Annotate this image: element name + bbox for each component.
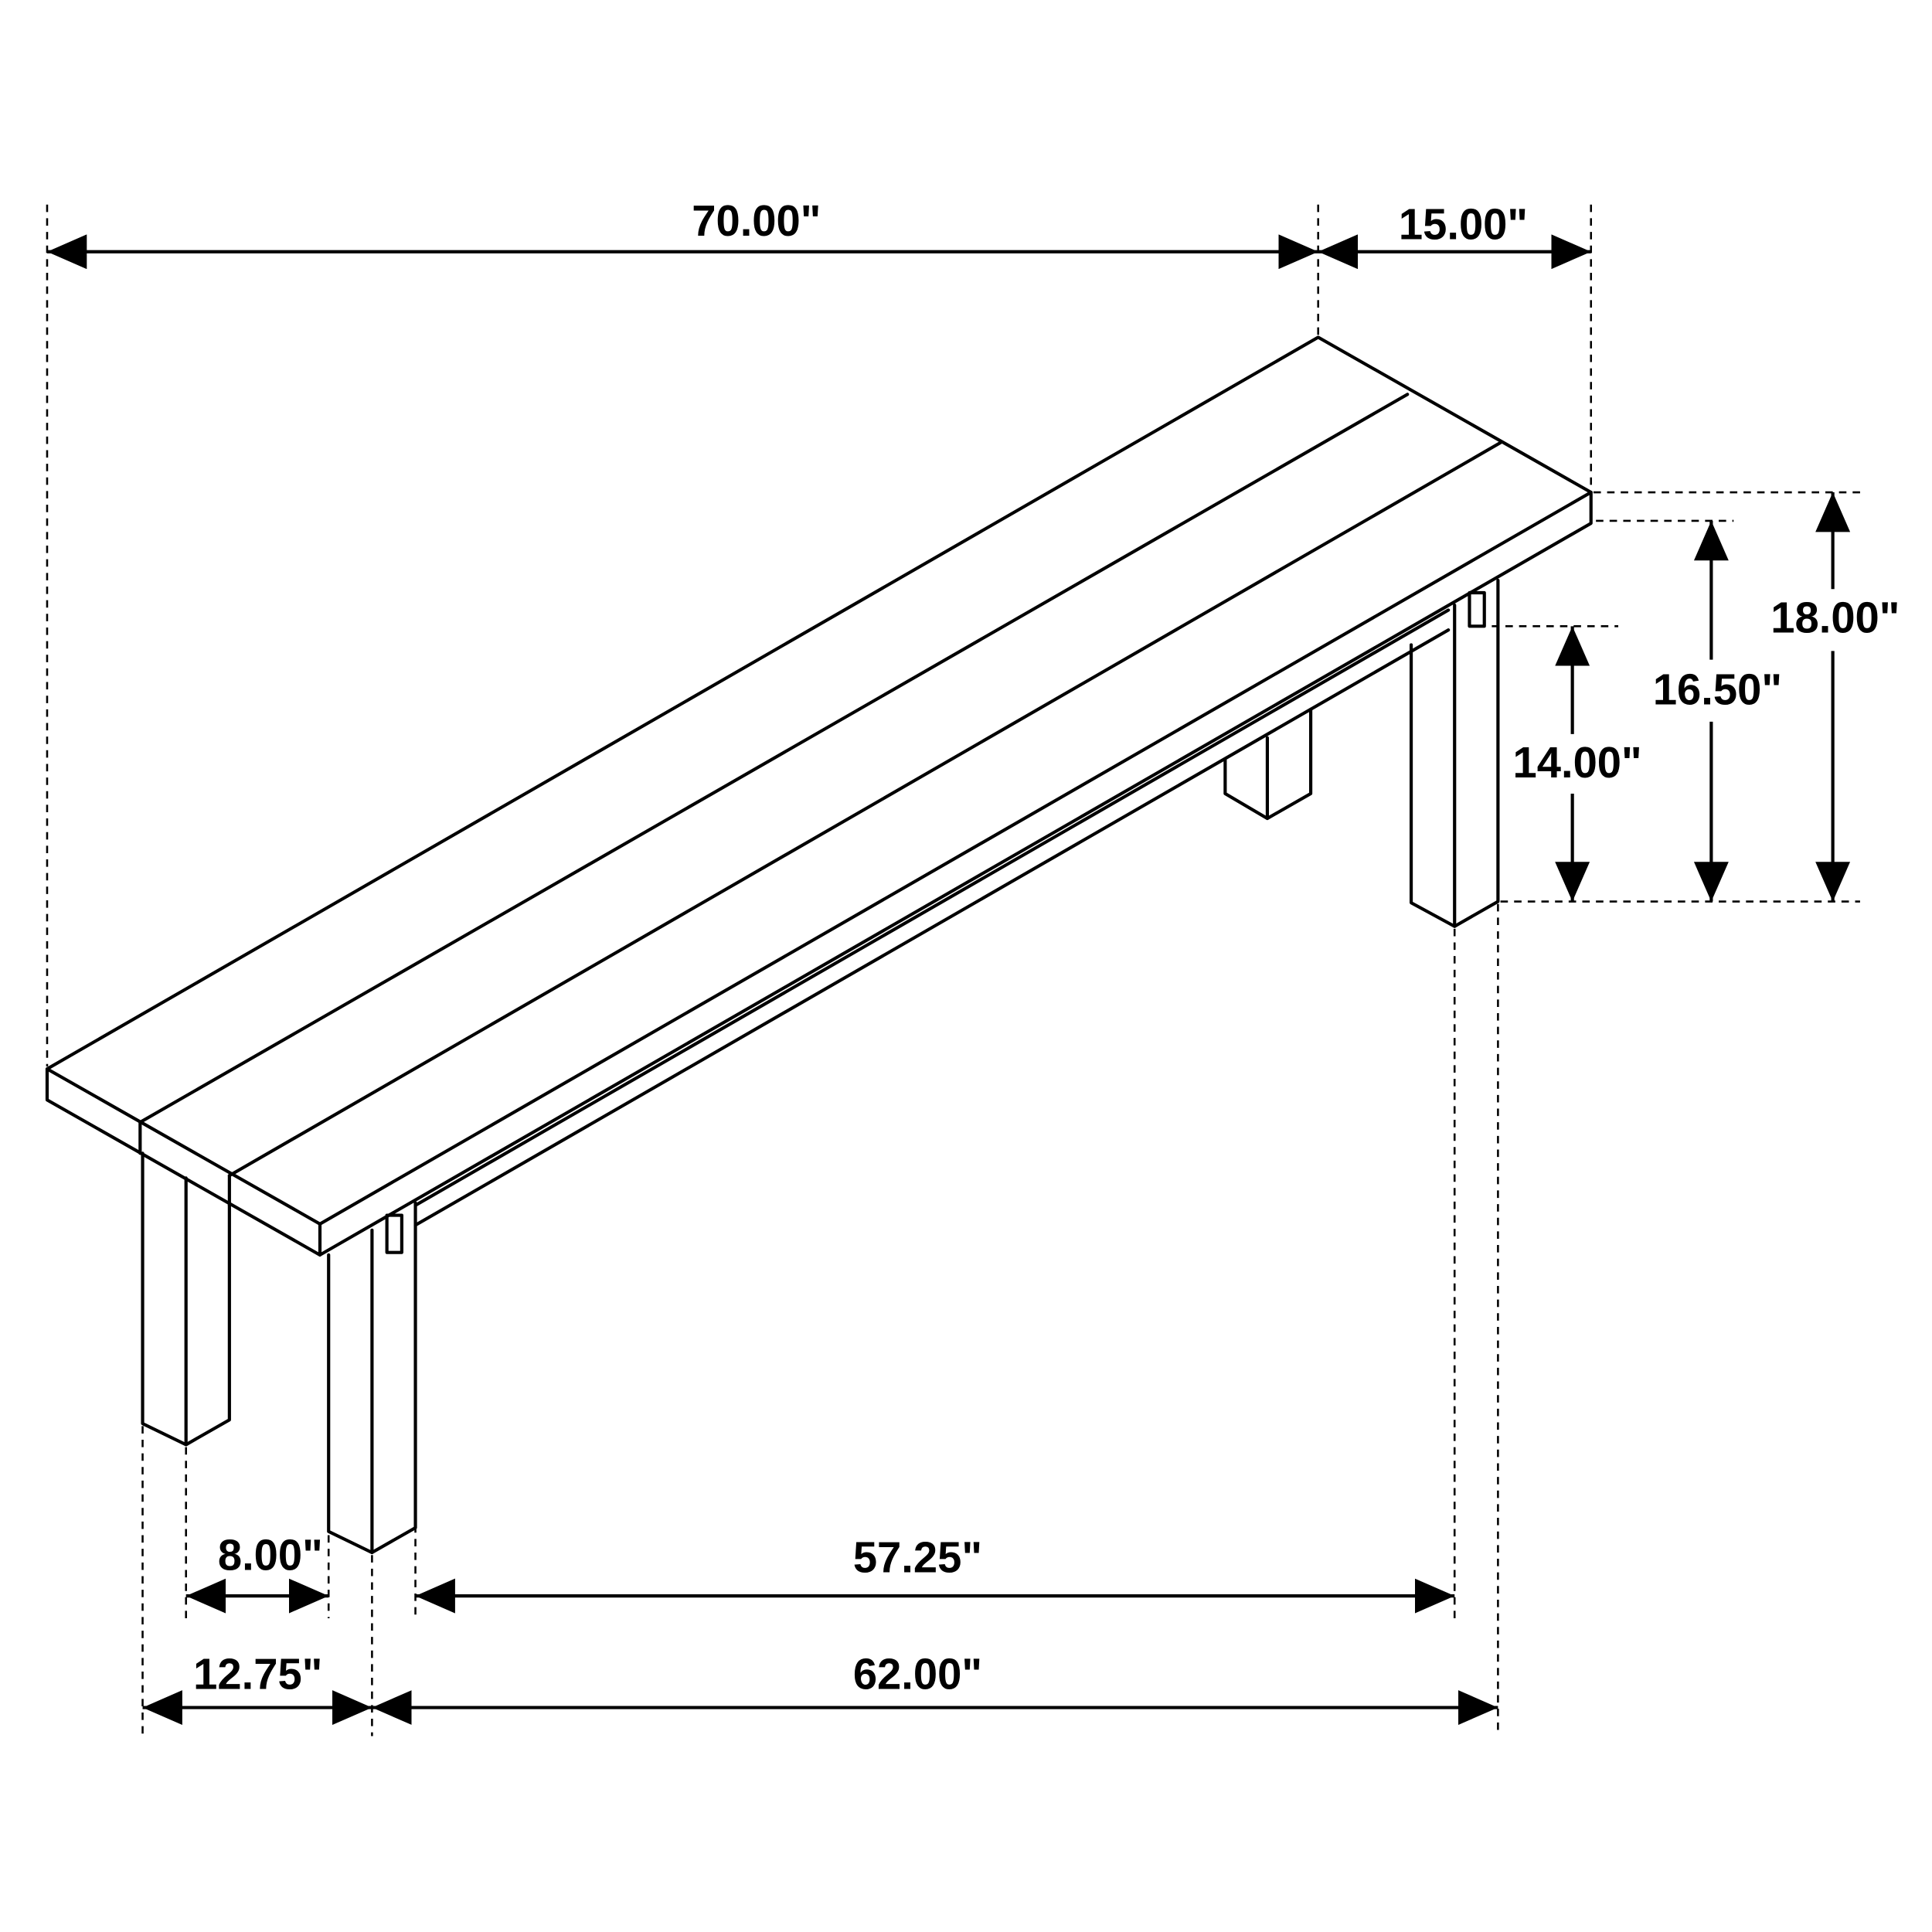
- dim-seat-underside-height: 16.50": [1653, 520, 1782, 902]
- bench-top: [45, 335, 1593, 1257]
- extension-lines: [46, 204, 1860, 1736]
- label-depth: 15.00": [1399, 200, 1528, 249]
- label-overall-height: 18.00": [1770, 593, 1900, 641]
- label-seat-underside-height: 16.50": [1653, 665, 1782, 713]
- dim-leg-spacing-outer: 62.00": [372, 1649, 1498, 1726]
- label-overall-length: 70.00": [692, 196, 821, 245]
- leg-front-left: [327, 1201, 417, 1555]
- label-leg-depth-outer: 12.75": [193, 1649, 322, 1698]
- apron: [413, 608, 1451, 1227]
- leg-front-right: [1409, 578, 1500, 928]
- leg-back-left: [141, 1151, 231, 1447]
- plank-seam: [138, 393, 1410, 1124]
- leg-back-right: [1223, 707, 1313, 821]
- dim-leg-spacing-inner: 57.25": [415, 1533, 1455, 1614]
- plank-seam: [227, 440, 1502, 1178]
- dim-depth: 15.00": [1318, 200, 1591, 270]
- dim-apron-clearance-height: 14.00": [1513, 626, 1642, 902]
- dim-overall-length: 70.00": [46, 196, 1318, 270]
- bench-outline: [45, 335, 1593, 1555]
- label-leg-spacing-outer: 62.00": [853, 1649, 982, 1698]
- label-leg-depth-inner: 8.00": [218, 1530, 323, 1579]
- label-leg-spacing-inner: 57.25": [853, 1533, 982, 1582]
- label-apron-clearance-height: 14.00": [1513, 738, 1642, 787]
- dim-overall-height: 18.00": [1770, 492, 1900, 902]
- dim-leg-depth-inner: 8.00": [185, 1530, 329, 1614]
- dim-leg-depth-outer: 12.75": [142, 1649, 372, 1726]
